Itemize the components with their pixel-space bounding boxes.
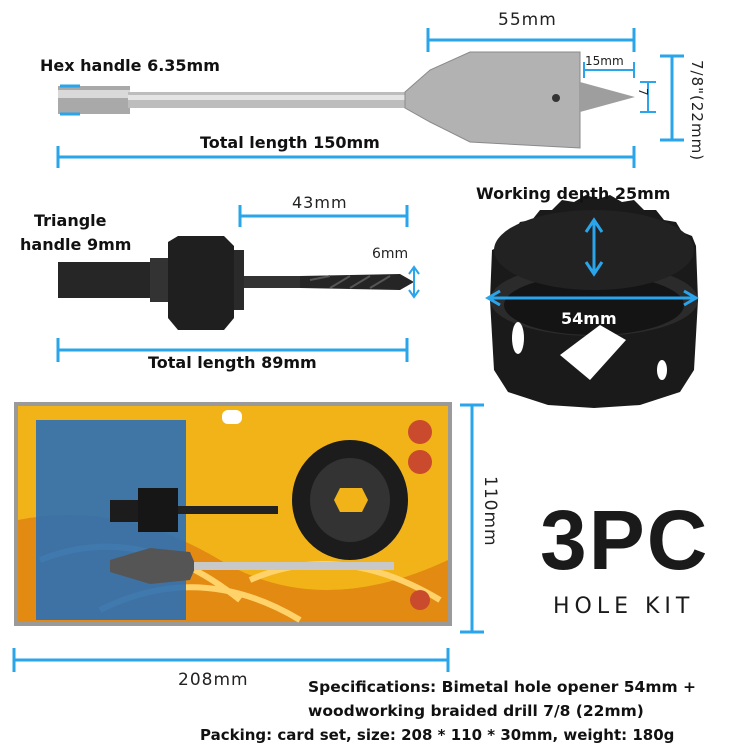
hole-saw-cutout (560, 325, 626, 380)
hole-saw-diameter-label: 54mm (561, 309, 617, 328)
package-spade-bit (110, 548, 196, 584)
spec-line-1: Specifications: Bimetal hole opener 54mm… (308, 678, 697, 696)
arbor-shank-label-line2: handle 9mm (20, 235, 132, 254)
arbor-shank-label-line1: Triangle (34, 211, 107, 230)
spec-line-3: Packing: card set, size: 208 * 110 * 30m… (200, 726, 675, 744)
spade-dimension-lines (56, 28, 684, 168)
spade-point (580, 82, 635, 112)
arbor-dimension-lines (56, 205, 420, 362)
package-width-label: 208mm (178, 670, 249, 690)
arbor-drill-label: 43mm (292, 193, 348, 212)
hole-saw-dimension-lines (485, 217, 699, 307)
spade-width-label: 55mm (498, 10, 557, 30)
arbor-drill-diameter-label: 6mm (372, 246, 409, 262)
package (14, 402, 452, 626)
title-big: 3PC (540, 493, 710, 587)
arbor-nut (168, 236, 234, 330)
hole-saw-depth-label: Working depth 25mm (476, 184, 671, 203)
spade-blade (404, 51, 581, 149)
package-height-label: 110mm (480, 476, 500, 547)
spade-bit (58, 51, 635, 149)
spade-shank-label: Hex handle 6.35mm (40, 56, 220, 75)
spade-diameter-label: 7/8"(22mm) (688, 60, 706, 162)
package-dimension-lines (12, 403, 484, 672)
hole-saw (490, 195, 698, 408)
arbor (58, 236, 414, 330)
spade-tip-label: 15mm (585, 54, 624, 68)
arbor-length-label: Total length 89mm (148, 353, 317, 372)
spade-tip-height-label: 7 (636, 88, 650, 96)
hang-hole (222, 410, 242, 424)
arbor-hex-shank (58, 262, 168, 298)
pilot-drill (300, 274, 414, 290)
spec-line-2: woodworking braided drill 7/8 (22mm) (308, 702, 644, 720)
title-sub: HOLE KIT (553, 594, 695, 619)
spade-length-label: Total length 150mm (200, 133, 380, 152)
